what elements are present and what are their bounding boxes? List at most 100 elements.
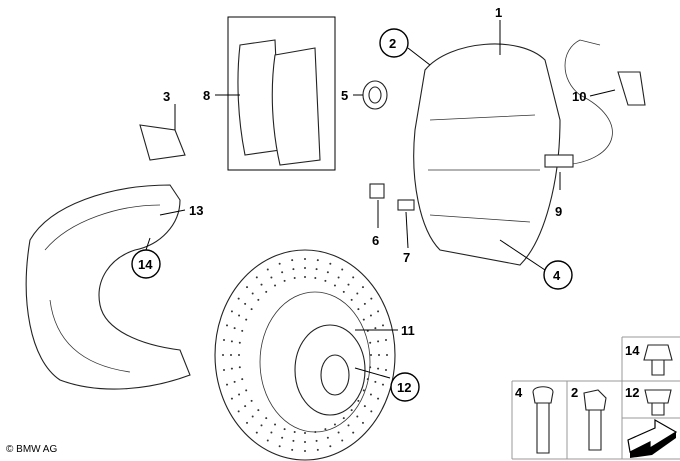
drill-hole (342, 417, 345, 420)
drill-hole (374, 380, 377, 383)
drill-hole (245, 318, 248, 321)
drill-hole (304, 267, 306, 269)
drill-hole (274, 284, 277, 287)
label-6: 6 (372, 233, 379, 248)
brake-shield (25, 184, 191, 390)
drill-hole (386, 354, 388, 356)
drill-hole (384, 338, 387, 341)
drill-hole (326, 436, 329, 439)
drill-hole (292, 439, 295, 442)
drill-hole (363, 302, 366, 305)
drill-hole (238, 366, 241, 369)
drill-hole (278, 445, 281, 448)
legend-label-12: 12 (625, 385, 639, 400)
legend-label-2: 2 (571, 385, 578, 400)
drill-hole (315, 439, 318, 442)
drill-hole (352, 431, 355, 434)
drill-hole (293, 431, 296, 434)
drill-hole (357, 308, 360, 311)
drill-hole (356, 415, 359, 418)
drill-hole (237, 297, 240, 300)
legend-label-14: 14 (625, 343, 640, 358)
drill-hole (241, 378, 244, 381)
drill-hole (251, 415, 254, 418)
drill-hole (230, 397, 233, 400)
drill-hole (363, 405, 366, 408)
drill-hole (230, 340, 233, 343)
drill-hole (255, 276, 258, 279)
drill-hole (250, 308, 253, 311)
drill-hole (316, 259, 319, 262)
drill-hole (257, 298, 260, 301)
drill-hole (237, 410, 240, 413)
drill-hole (378, 354, 380, 356)
drill-hole (361, 421, 364, 424)
label-11: 11 (401, 323, 415, 338)
cable-bracket (617, 71, 646, 106)
drill-hole (246, 421, 249, 424)
anti-rattle-clip (139, 124, 186, 161)
drill-hole (291, 448, 294, 451)
label-1: 1 (495, 5, 502, 20)
label-14: 14 (138, 257, 153, 272)
drill-hole (333, 284, 336, 287)
drill-hole (329, 445, 332, 448)
drill-hole (350, 409, 353, 412)
drill-hole (369, 366, 372, 369)
drill-hole (245, 389, 248, 392)
drill-hole (226, 324, 229, 327)
wear-sensor-cable (564, 39, 613, 166)
drill-hole (222, 354, 224, 356)
copyright: © BMW AG (6, 444, 58, 455)
drill-hole (244, 302, 247, 305)
bleeder-screw (369, 183, 385, 199)
drill-hole (316, 448, 319, 451)
drill-hole (230, 367, 233, 370)
drill-hole (274, 423, 277, 426)
drill-hole (250, 399, 253, 402)
drill-hole (381, 383, 384, 386)
drill-hole (314, 431, 317, 434)
label-9: 9 (555, 204, 562, 219)
drill-hole (377, 340, 380, 343)
drill-hole (341, 268, 344, 271)
drill-hole (304, 450, 306, 452)
label-13: 13 (189, 203, 203, 218)
drill-hole (326, 271, 329, 274)
drill-hole (244, 405, 247, 408)
drill-hole (257, 409, 260, 412)
drill-hole (226, 383, 229, 386)
drill-hole (361, 286, 364, 289)
drill-hole (293, 276, 296, 279)
bleeder-cap (397, 199, 415, 211)
drill-hole (347, 283, 350, 286)
drill-hole (246, 286, 249, 289)
drill-hole (370, 354, 372, 356)
drill-hole (304, 276, 306, 278)
drill-hole (324, 279, 327, 282)
drill-hole (304, 441, 306, 443)
drill-hole (291, 259, 294, 262)
drill-hole (324, 428, 327, 431)
drill-hole (315, 268, 318, 271)
label-12: 12 (397, 380, 411, 395)
drill-hole (356, 292, 359, 295)
drill-hole (265, 290, 268, 293)
legend-label-4: 4 (515, 385, 523, 400)
bolt-4 (532, 386, 554, 454)
drill-hole (281, 436, 284, 439)
drill-hole (333, 423, 336, 426)
drill-hole (230, 310, 233, 313)
drill-hole (233, 380, 236, 383)
drill-hole (292, 268, 295, 271)
label-3: 3 (163, 89, 170, 104)
drill-hole (223, 338, 226, 341)
drill-hole (238, 354, 240, 356)
drill-hole (304, 432, 306, 434)
pads-box (227, 16, 336, 171)
drill-hole (377, 367, 380, 370)
drill-hole (270, 431, 273, 434)
drill-hole (369, 314, 372, 317)
drill-hole (255, 431, 258, 434)
